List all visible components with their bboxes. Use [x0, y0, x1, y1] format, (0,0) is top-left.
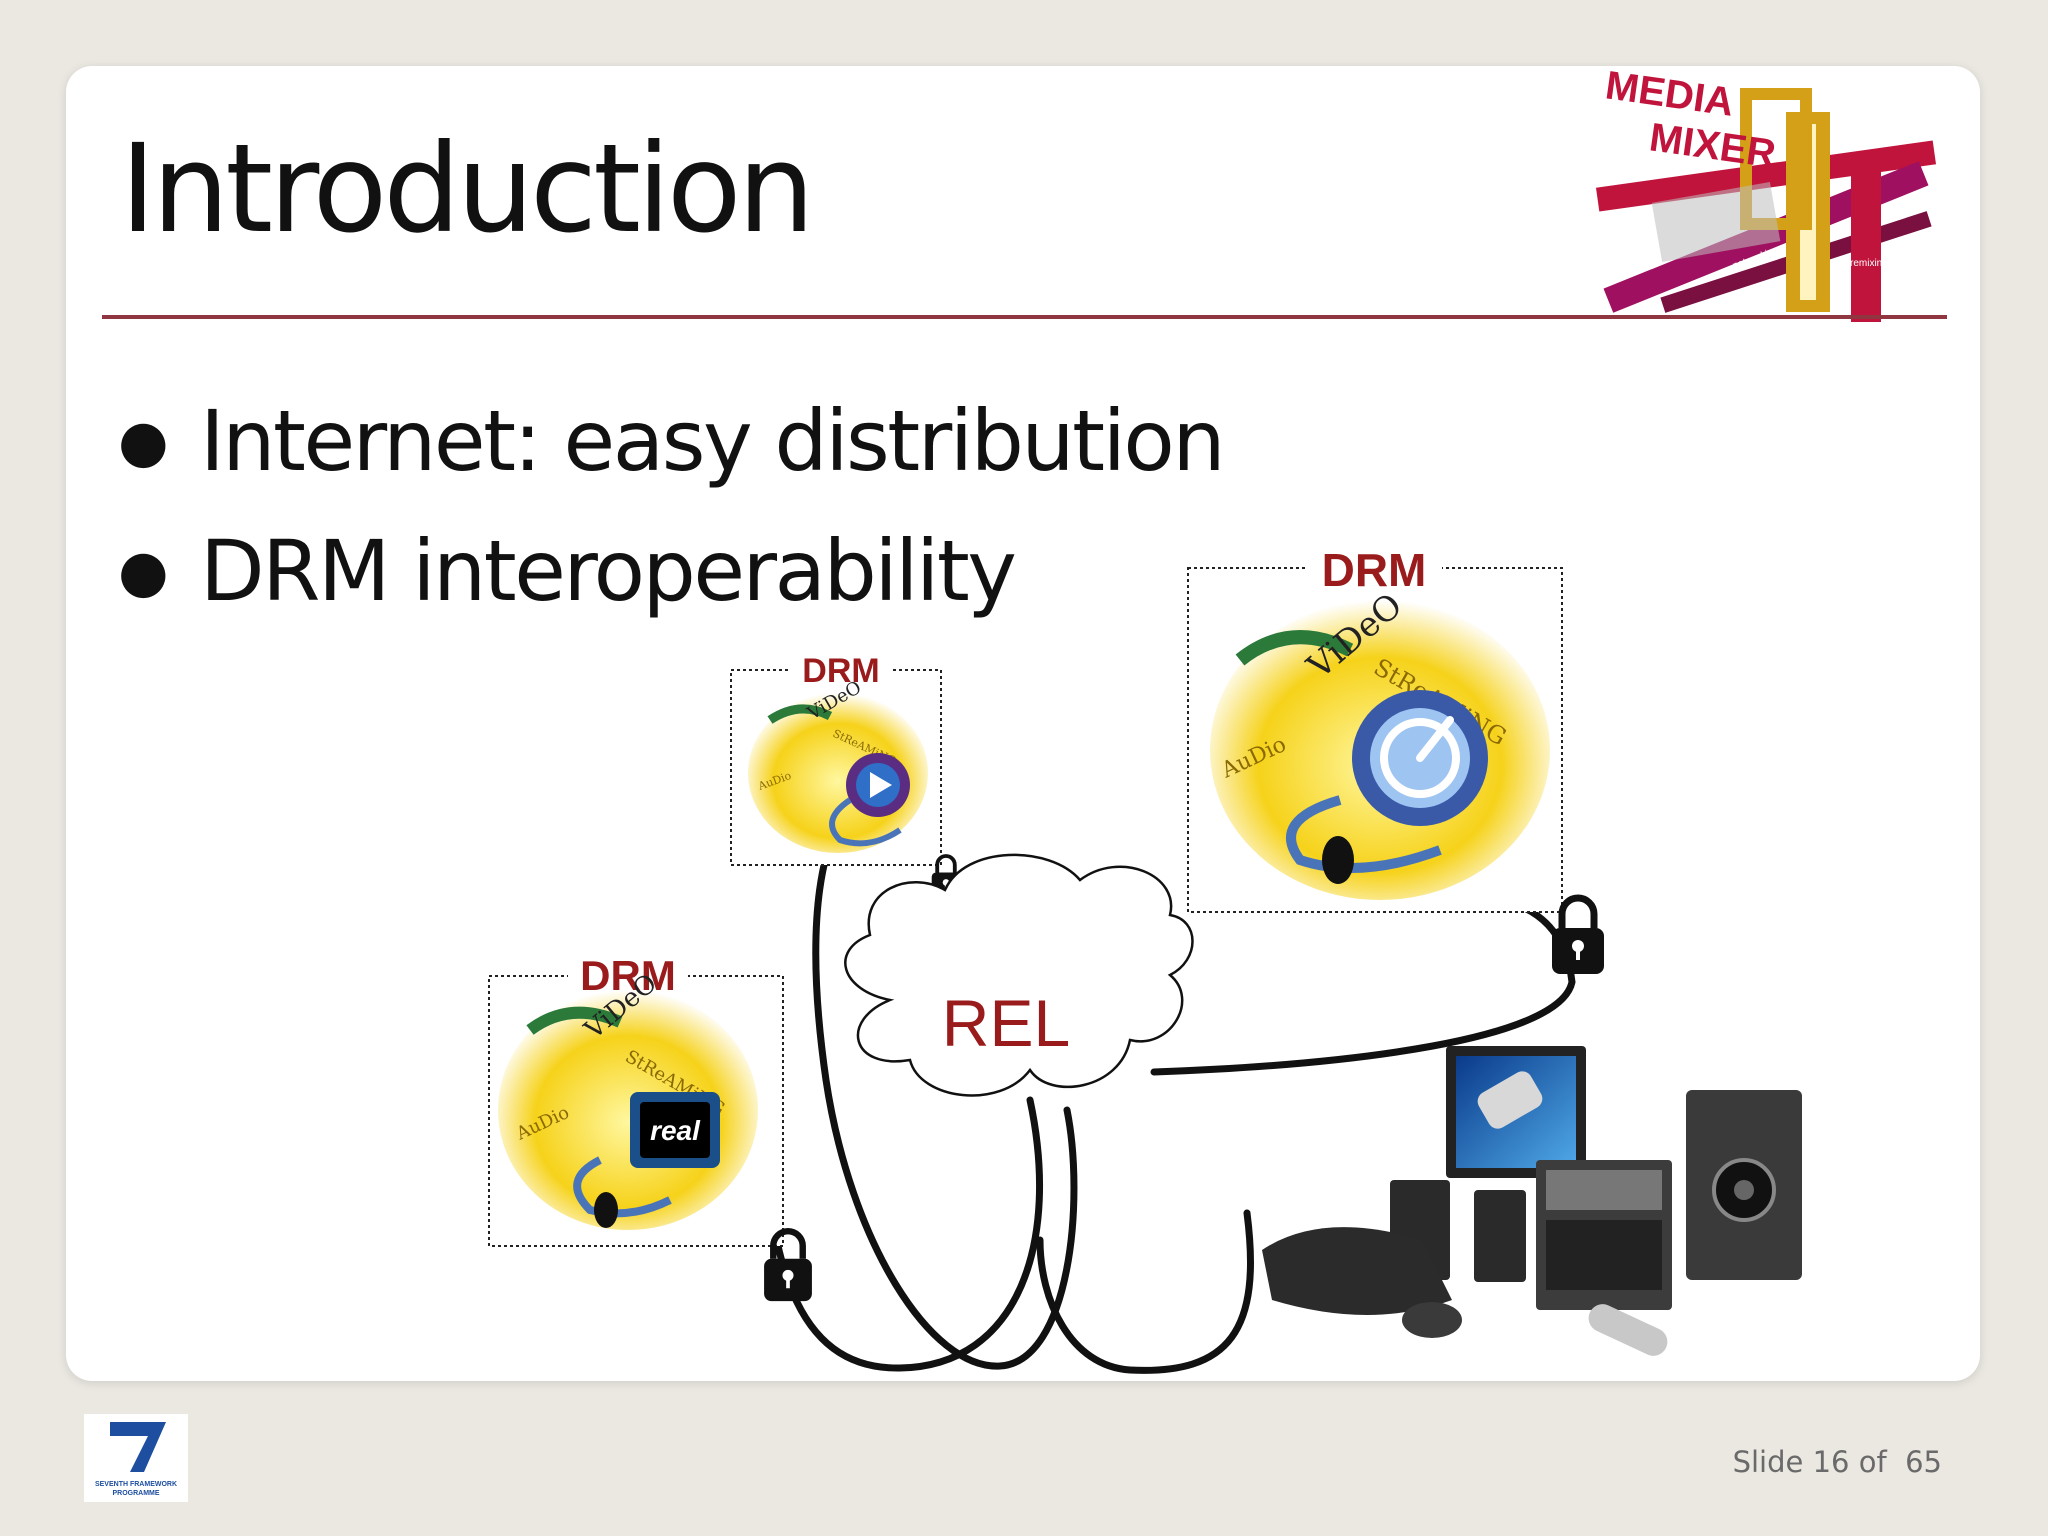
drm-box-real: DRM ViDeO StReAMiNG AuDio real — [488, 952, 812, 1302]
cable-real — [758, 1096, 1044, 1372]
rel-cloud: REL — [844, 853, 1194, 1097]
keyboard — [1262, 1227, 1452, 1315]
drm-label: DRM — [1322, 544, 1427, 596]
fp7-text-line1: SEVENTH FRAMEWORK — [95, 1481, 177, 1488]
slide-number: Slide 16 of 65 — [1732, 1445, 1942, 1479]
bullet-item: ● DRM interoperability — [118, 506, 1223, 636]
bullet-list: ● Internet: easy distribution ● DRM inte… — [118, 376, 1226, 636]
padlock-icon — [1552, 894, 1604, 974]
fp7-text-line2: PROGRAMME — [112, 1490, 159, 1497]
cloud-label: REL — [942, 986, 1070, 1060]
bullet-item: ● Internet: easy distribution — [118, 376, 1226, 506]
logo-word-remixing: remixing — [1850, 258, 1888, 269]
glow-burst — [498, 990, 758, 1230]
drm-label: DRM — [802, 652, 879, 690]
bullet-marker: ● — [118, 407, 169, 475]
bullet-text: DRM interoperability — [200, 522, 1017, 620]
padlock-icon — [764, 1228, 812, 1302]
music-ribbon — [767, 704, 833, 724]
bullet-text: Internet: easy distribution — [200, 392, 1226, 490]
real-player-text: real — [650, 1115, 701, 1146]
music-ribbon — [526, 1006, 623, 1035]
cable-quicktime — [1150, 892, 1576, 1076]
cloud-shape — [844, 853, 1194, 1097]
title-rule — [102, 315, 1947, 319]
remote-control — [1588, 1304, 1668, 1356]
slide-title: Introduction — [120, 118, 815, 260]
drm-box-quicktime: DRM ViDeO StReAMiNG AuDio — [1187, 544, 1604, 974]
play-icon — [870, 772, 892, 798]
music-ribbon — [1235, 630, 1354, 666]
mouse — [1402, 1302, 1462, 1338]
pc-media-setup — [1262, 1046, 1802, 1356]
cable-pc — [1036, 1209, 1254, 1374]
fp7-logo: SEVENTH FRAMEWORK PROGRAMME — [84, 1414, 188, 1502]
drm-box-wmp: DRM ViDeO StReAMiNG AuDio — [730, 652, 961, 898]
mediamixer-logo: MEDIA MIXER networking remixing — [1596, 64, 1937, 322]
bullet-marker: ● — [118, 537, 169, 605]
